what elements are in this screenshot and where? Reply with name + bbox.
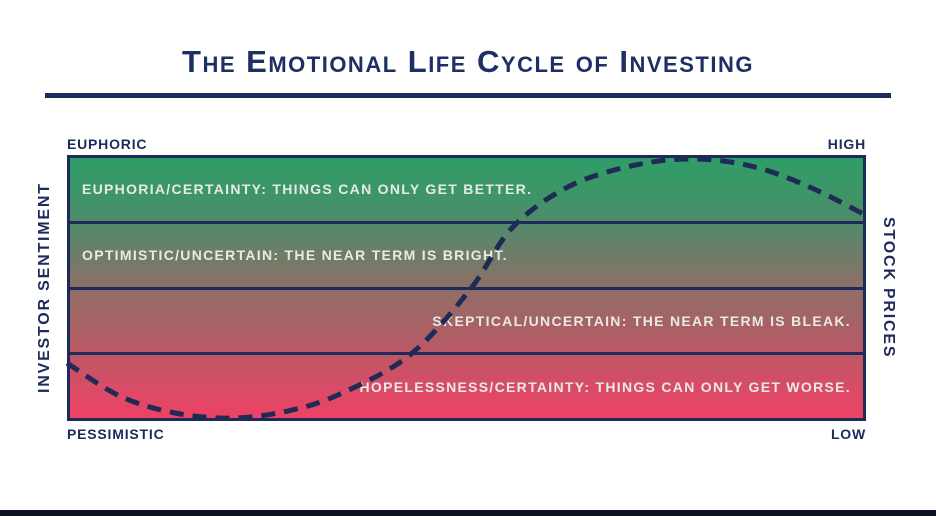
plot-area: EUPHORIA/CERTAINTY: THINGS CAN ONLY GET … [67, 155, 866, 421]
chart-title: The Emotional Life Cycle of Investing [182, 44, 754, 79]
title-underline [45, 93, 891, 98]
price-top-label: HIGH [827, 136, 866, 152]
band-hopelessness-label: HOPELESSNESS/CERTAINTY: THINGS CAN ONLY … [359, 378, 851, 395]
sentiment-top-label: EUPHORIC [67, 136, 148, 152]
band-skeptical-label: SKEPTICAL/UNCERTAIN: THE NEAR TERM IS BL… [432, 312, 851, 329]
bottom-bar [0, 510, 936, 516]
band-skeptical: SKEPTICAL/UNCERTAIN: THE NEAR TERM IS BL… [70, 290, 863, 356]
price-bottom-label: LOW [830, 426, 866, 442]
investor-sentiment-axis-label: INVESTOR SENTIMENT [36, 182, 53, 394]
band-euphoria-label: EUPHORIA/CERTAINTY: THINGS CAN ONLY GET … [82, 181, 533, 198]
sentiment-bottom-label: PESSIMISTIC [67, 426, 165, 442]
band-euphoria: EUPHORIA/CERTAINTY: THINGS CAN ONLY GET … [70, 158, 863, 224]
band-hopelessness: HOPELESSNESS/CERTAINTY: THINGS CAN ONLY … [70, 355, 863, 418]
band-optimistic: OPTIMISTIC/UNCERTAIN: THE NEAR TERM IS B… [70, 224, 863, 290]
stock-prices-axis-label: STOCK PRICES [880, 217, 897, 359]
band-optimistic-label: OPTIMISTIC/UNCERTAIN: THE NEAR TERM IS B… [82, 247, 508, 264]
